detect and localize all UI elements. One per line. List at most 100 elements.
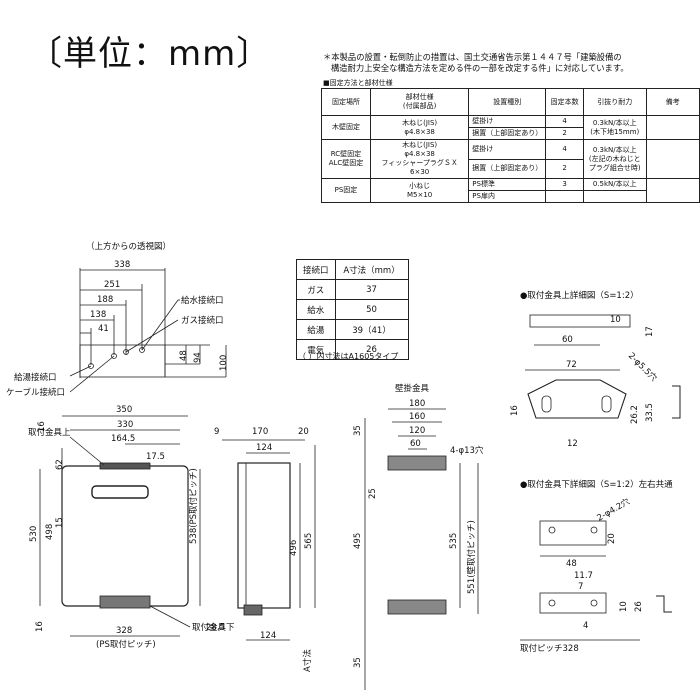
callout-label: ケーブル接続口 [6,387,65,398]
dim-label: 94 [193,352,203,363]
fix-cell: 2 [545,127,584,140]
dim-label: 16 [35,621,45,632]
fix-cell: PS固定 [321,178,371,203]
dim-label: 25 [368,488,378,499]
unit-title: 〔単位：mm〕 [28,34,272,74]
dim-label: 350 [116,405,132,415]
dim-label: 7 [578,582,583,592]
fix-table-header: 固定場所 部材仕様 (付属部品) 設置種別 固定本数 引抜り耐力 備考 [321,88,700,116]
table-row: 据置（上部固定あり） 2 [322,158,700,179]
dim-label: 35 [353,657,363,668]
fix-cell: 0.3kN/本以上 (木下地15mm) [582,115,647,140]
fix-cell: 木壁固定 [321,115,371,140]
dim-label: 17 [645,326,655,337]
dim-label: (PS取付ピッチ) [96,639,156,650]
table-row: PS扉内 [322,190,700,203]
dim-label: 251 [104,280,120,290]
dim-label: 60 [410,439,421,449]
lower-bracket-detail: ●取付金具下詳細図（S=1:2）左右共通 2-φ4.2穴 20 48 11.7 … [520,479,673,654]
upper-detail-title: ●取付金具上詳細図（S=1:2） [520,290,639,301]
dim-label: 330 [117,420,133,430]
dim-label: 4-φ13穴 [450,445,484,456]
dim-label: 48 [566,559,577,569]
fix-cell: 据置（上部固定あり） [468,127,547,140]
notice: ＊本製品の設置・転倒防止の措置は、国土交通省告示第１４４７号「建築設備の 構造耐… [323,52,693,74]
fix-table-caption: ■固定方法と部材仕様 [323,79,393,87]
upper-bracket-detail: ●取付金具上詳細図（S=1:2） 10 17 60 2-φ5.5穴 72 16 … [510,290,681,449]
dim-label: 188 [97,295,113,305]
fix-cell: 木ねじ(JIS) φ4.8×38 フィッシャープラグＳＸ 6×30 [369,139,470,179]
fix-table: 固定場所 部材仕様 (付属部品) 設置種別 固定本数 引抜り耐力 備考 木壁固定… [321,88,700,203]
dim-label: 138 [90,310,106,320]
dim-label: 15 [55,517,65,528]
dim-label: 62 [55,459,65,470]
table-row: PS固定 小ねじ M5×10 PS標準 3 0.5kN/本以上 [321,178,700,203]
a-table-note: （ ）内寸法はA1605タイプ [298,352,399,361]
dim-label: 2-φ5.5穴 [626,350,660,384]
callout-label: ガス接続口 [181,315,224,326]
dim-label: 16 [510,405,520,416]
dim-label: 60 [562,335,573,345]
dim-label: 48 [179,350,189,361]
fix-header-place: 固定場所 [321,88,371,116]
fix-cell [645,178,700,203]
fix-header-type: 設置種別 [468,88,547,116]
fix-header-parts: 部材仕様 (付属部品) [369,88,470,116]
bracket-title: 壁掛金具 [395,383,430,394]
dim-label: 35 [353,425,363,436]
notice-line-1: ＊本製品の設置・転倒防止の措置は、国土交通省告示第１４４７号「建築設備の [323,52,622,62]
table-row: 接続口 A寸法（mm） [296,259,409,280]
dim-label: 4 [583,621,588,631]
dim-label: 498 [45,524,55,540]
dim-label: A寸法 [302,649,313,672]
dim-label: 100 [219,355,229,371]
lower-detail-title: ●取付金具下詳細図（S=1:2）左右共通 [520,479,673,490]
dim-label: 180 [409,399,425,409]
side-view: 9 170 20 124 496 565 28.5 124 A寸法 [206,427,316,672]
dim-label: 17.5 [146,452,165,462]
dim-label: 41 [98,324,109,334]
dim-label: 10 [610,315,621,325]
dim-label: 120 [409,426,425,436]
dim-label: 26.2 [630,405,640,424]
dim-label: 11.7 [574,571,593,581]
dim-label: 551(壁取付ピッチ) [466,520,477,594]
dim-label: 338 [114,260,130,270]
dim-label: 124 [260,631,276,641]
fix-cell: 0.3kN/本以上 (左記の木ねじと プラグ組合せ時) [582,139,647,179]
dim-label: 565 [304,533,314,549]
callout-label: 取付金具上 [28,427,71,438]
dim-label: 124 [256,443,272,453]
dim-label: 170 [252,427,268,437]
dim-label: 530 [29,526,39,542]
a-cell: 電気 [296,339,336,360]
top-view-title: （上方からの透視図） [86,241,171,252]
dim-label: 20 [607,533,617,544]
dim-label: 164.5 [111,434,135,444]
fix-cell: PS扉内 [468,190,547,203]
callout-label: 取付金具下 [192,622,235,633]
fix-cell: 木ねじ(JIS) φ4.8×38 [369,115,470,140]
dim-label: 9 [214,427,219,437]
dim-label: 535 [449,533,459,549]
dim-label: 496 [289,540,299,556]
dim-label: 26 [634,601,644,612]
top-view: （上方からの透視図） 338 251 188 138 41 48 94 100 … [6,241,229,398]
dim-label: 28.5 [206,623,225,633]
dim-label: 538(PS取付ピッチ) [188,468,199,544]
dim-label: 160 [409,412,425,422]
fix-cell [582,190,647,203]
fix-header-count: 固定本数 [545,88,584,116]
dim-label: 20 [298,427,309,437]
dim-label: 328 [116,626,132,636]
dim-label: 495 [353,533,363,549]
table-row: 木壁固定 木ねじ(JIS) φ4.8×38 壁掛け 4 0.3kN/本以上 (木… [321,115,700,140]
dim-label: 10 [619,601,629,612]
front-view: 350 330 164.5 17.5 取付金具上 530 498 16 62 1… [28,405,235,650]
a-cell: 26 [334,339,409,360]
